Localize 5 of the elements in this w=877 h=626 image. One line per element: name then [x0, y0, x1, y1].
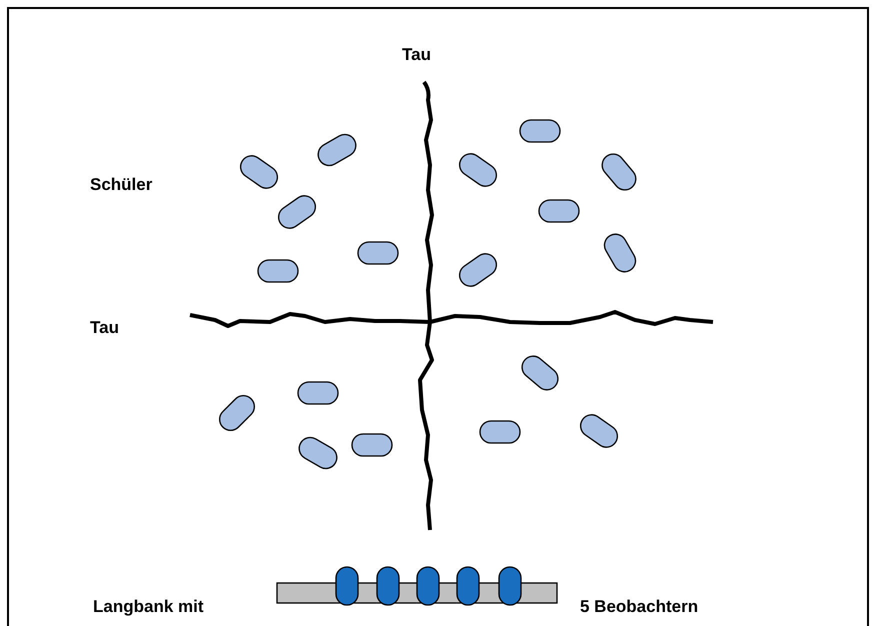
rope-label: Tau — [402, 45, 431, 65]
rope-label: Tau — [90, 318, 119, 338]
students-label: Schüler — [90, 175, 152, 195]
observers-label: 5 Beobachtern — [580, 597, 698, 617]
bench-label: Langbank mit — [93, 597, 204, 617]
